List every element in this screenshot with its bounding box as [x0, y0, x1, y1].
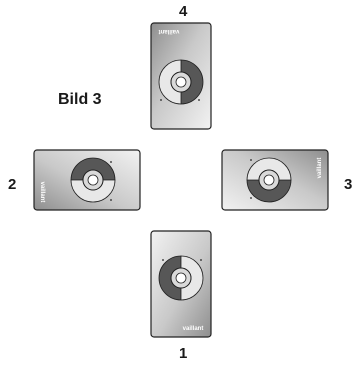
thermostat-panel-4 [151, 23, 211, 129]
device-position-3: vaillant [222, 150, 328, 210]
figure-title: Bild 3 [58, 92, 102, 108]
brand-mark-4: vaillant [159, 28, 180, 34]
brand-mark-3: vaillant [317, 158, 323, 179]
brand-mark-1: vaillant [183, 326, 204, 332]
thermostat-panel-2 [34, 150, 140, 210]
brand-mark-2: vaillant [39, 182, 45, 203]
position-number-2: 2 [8, 177, 16, 192]
thermostat-panel-3 [222, 150, 328, 210]
position-number-3: 3 [344, 177, 352, 192]
position-number-1: 1 [179, 346, 187, 361]
device-position-2: vaillant [34, 150, 140, 210]
device-position-4: vaillant [151, 23, 211, 129]
thermostat-panel-1 [151, 231, 211, 337]
position-number-4: 4 [179, 4, 187, 19]
device-position-1: vaillant [151, 231, 211, 337]
